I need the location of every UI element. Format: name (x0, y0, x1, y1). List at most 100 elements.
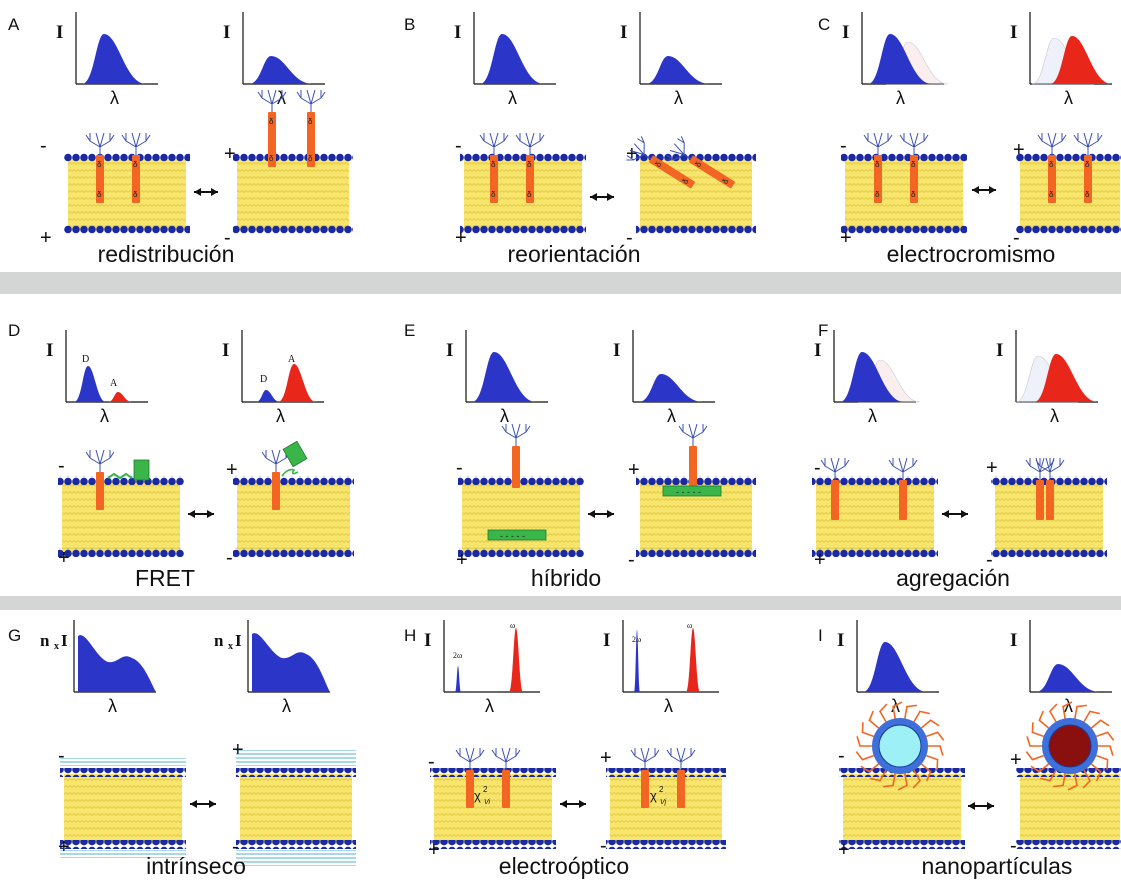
antenna-chain (1073, 132, 1103, 155)
y-axis-label: I (222, 340, 229, 361)
probe-antenna (85, 449, 115, 472)
dipole-layer (60, 850, 186, 858)
antenna-chain (666, 136, 692, 161)
y-axis-label: n (214, 631, 224, 650)
x-axis-label: λ (108, 696, 117, 716)
emission-peak (634, 630, 640, 692)
head-group-row (58, 548, 184, 557)
spectrum-graph: Iλ (454, 12, 556, 108)
ligand-chain (920, 763, 932, 782)
hybrid-reporter (662, 485, 722, 497)
probe-body (910, 155, 918, 203)
dye-probe (1035, 457, 1065, 520)
antenna-chain (296, 89, 326, 112)
emission-peak (108, 392, 132, 402)
arrow-head (987, 802, 994, 810)
antenna-chain (820, 457, 850, 480)
chi-subscript: Vj (660, 799, 667, 806)
probe-body (1084, 155, 1092, 203)
probe-antenna (296, 89, 326, 112)
y-axis-label: I (603, 630, 610, 651)
lipid-bilayer (812, 476, 938, 557)
panel-letter: A (8, 15, 20, 34)
minus-sign: - (224, 227, 231, 249)
charge-label: δ (681, 177, 691, 186)
antenna-chain (863, 132, 893, 155)
lipid-bilayer (233, 476, 354, 557)
arrow-head (607, 193, 614, 201)
head-group-row (1016, 153, 1121, 162)
panel-letter: I (818, 626, 823, 645)
reporter-charge: - - - - - (676, 487, 701, 497)
dye-probe: δδ (85, 132, 115, 203)
probe-body (1046, 480, 1054, 520)
chi-symbol: χ (474, 788, 481, 803)
probe-body (96, 155, 104, 203)
head-group-row (233, 548, 354, 557)
charge-label: δ (1049, 190, 1054, 199)
antenna-chain (501, 423, 531, 446)
probe-body (874, 155, 882, 203)
dye-probe (455, 747, 485, 808)
y-axis-label: I (620, 22, 627, 43)
nanoparticle-light (855, 701, 945, 791)
emission-peak (1036, 664, 1100, 692)
spectrum-graph: Iλ (996, 330, 1098, 426)
antenna-chain (85, 449, 115, 472)
plus-sign: + (1010, 749, 1022, 771)
arrow-head (588, 510, 595, 518)
equilibrium-arrow (968, 802, 994, 810)
probe-body (502, 770, 510, 808)
panel-caption: nanopartículas (922, 853, 1073, 879)
head-group-row (841, 225, 967, 234)
panel-letter: F (818, 321, 828, 340)
head-group-row (236, 840, 356, 849)
minus-sign: - (226, 547, 233, 569)
antenna-chain (455, 747, 485, 770)
section-divider (0, 272, 1121, 294)
y-axis-label: I (424, 630, 431, 651)
lipid-bilayer (60, 758, 186, 858)
antenna-chain (899, 132, 929, 155)
charge-label: δ (527, 160, 532, 169)
acceptor-block (282, 440, 308, 468)
lipid-tails (237, 482, 350, 552)
probe-antenna (630, 747, 660, 770)
dye-probe: δδ (1073, 132, 1103, 203)
hybrid-reporter (487, 529, 547, 541)
ligand-chain (1030, 763, 1050, 773)
ligand-chain (1062, 701, 1073, 719)
peak-label: D (260, 374, 267, 385)
lipid-bilayer (1016, 768, 1121, 849)
peak-label: 2ω (632, 635, 641, 644)
lipid-tails (434, 774, 552, 844)
arrow-head (607, 510, 614, 518)
probe-antenna (626, 136, 652, 161)
emission-peak (863, 642, 927, 692)
lipid-tails (845, 159, 963, 229)
plus-sign: + (628, 459, 640, 481)
charge-label: δ (308, 154, 313, 163)
probe-antenna (1073, 132, 1103, 155)
dye-probe: δδ (666, 136, 735, 189)
y-axis-label: I (223, 22, 230, 43)
probe-antenna (888, 457, 918, 480)
emission-peak (480, 34, 544, 84)
arrow-head (560, 800, 567, 808)
x-axis-label: λ (282, 696, 291, 716)
equilibrium-arrow (188, 510, 214, 518)
ligand-chain (892, 701, 903, 719)
y-axis-label: I (1010, 630, 1017, 651)
y-axis-label: n (40, 631, 50, 650)
head-group-row (991, 548, 1107, 557)
emission-peak (868, 34, 932, 84)
head-group-row (60, 840, 186, 849)
y-axis-label: I (814, 340, 821, 361)
head-group-row (458, 548, 584, 557)
y-axis-label: I (842, 22, 849, 43)
lipid-tails (68, 159, 186, 229)
probe-body (641, 770, 649, 808)
